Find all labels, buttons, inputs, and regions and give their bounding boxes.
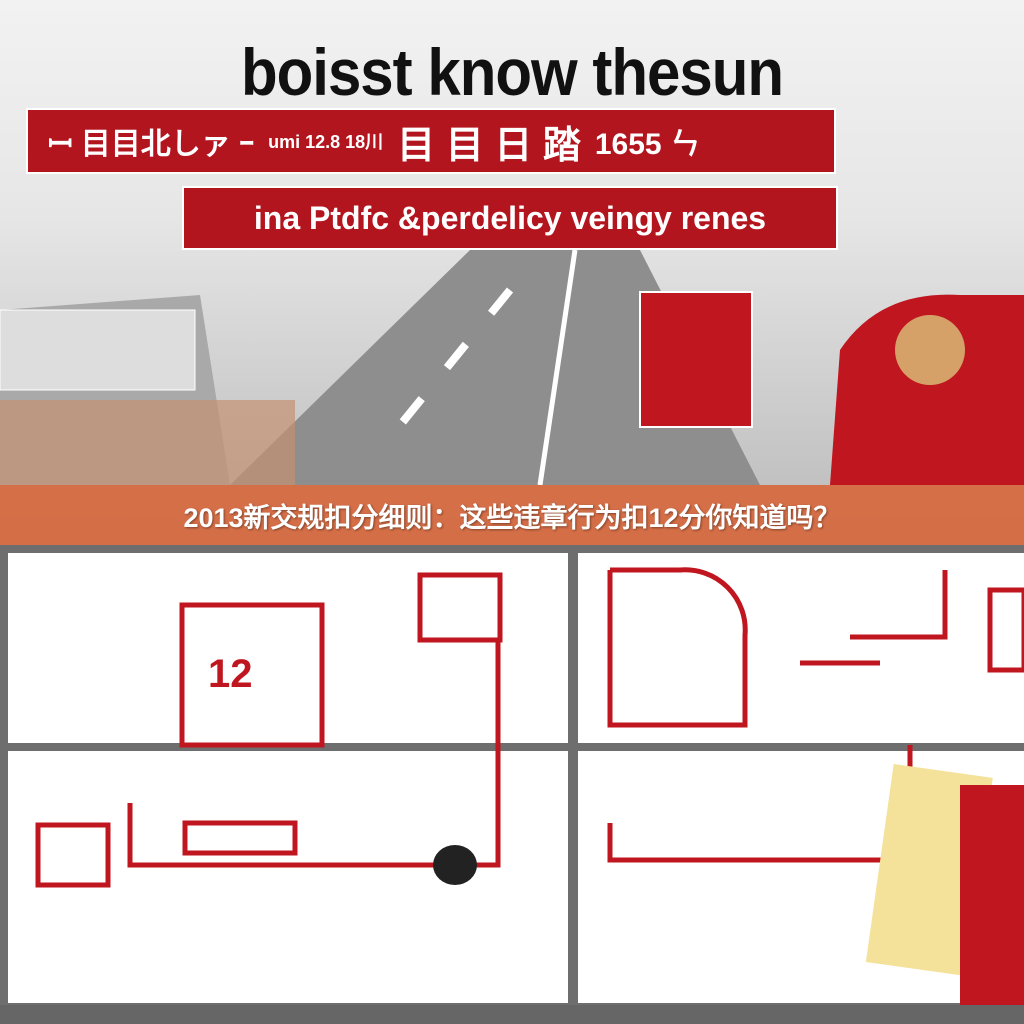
banner-segment: umi 12.8 18川 <box>268 132 384 152</box>
sign-number: 12 <box>208 652 253 696</box>
floorplan-lines: 12 <box>35 567 1024 1005</box>
headline: boisst know thesun <box>240 35 784 110</box>
banner-segment: ꟷ 目目北しァ ｰ <box>48 128 255 161</box>
red-banner-top: ꟷ 目目北しァ ｰ umi 12.8 18川 目 目 日 踏 1655 ㄣ <box>26 108 836 174</box>
panel <box>8 751 568 1003</box>
caption-bar: 2013新交规扣分细则：这些违章行为扣12分你知道吗？ <box>0 485 1024 545</box>
banner-segment: 1655 ㄣ <box>594 128 700 161</box>
road-illustration <box>0 250 1024 485</box>
banner-segment: 目 目 日 踏 <box>397 124 581 167</box>
floorplan-grid: 12 <box>0 545 1024 1024</box>
red-banner-sub: ina Ptdfc &perdelicy veingy renes <box>182 186 838 250</box>
panel <box>578 553 1024 743</box>
panel <box>8 553 568 743</box>
bottom-bar <box>0 1005 1024 1024</box>
